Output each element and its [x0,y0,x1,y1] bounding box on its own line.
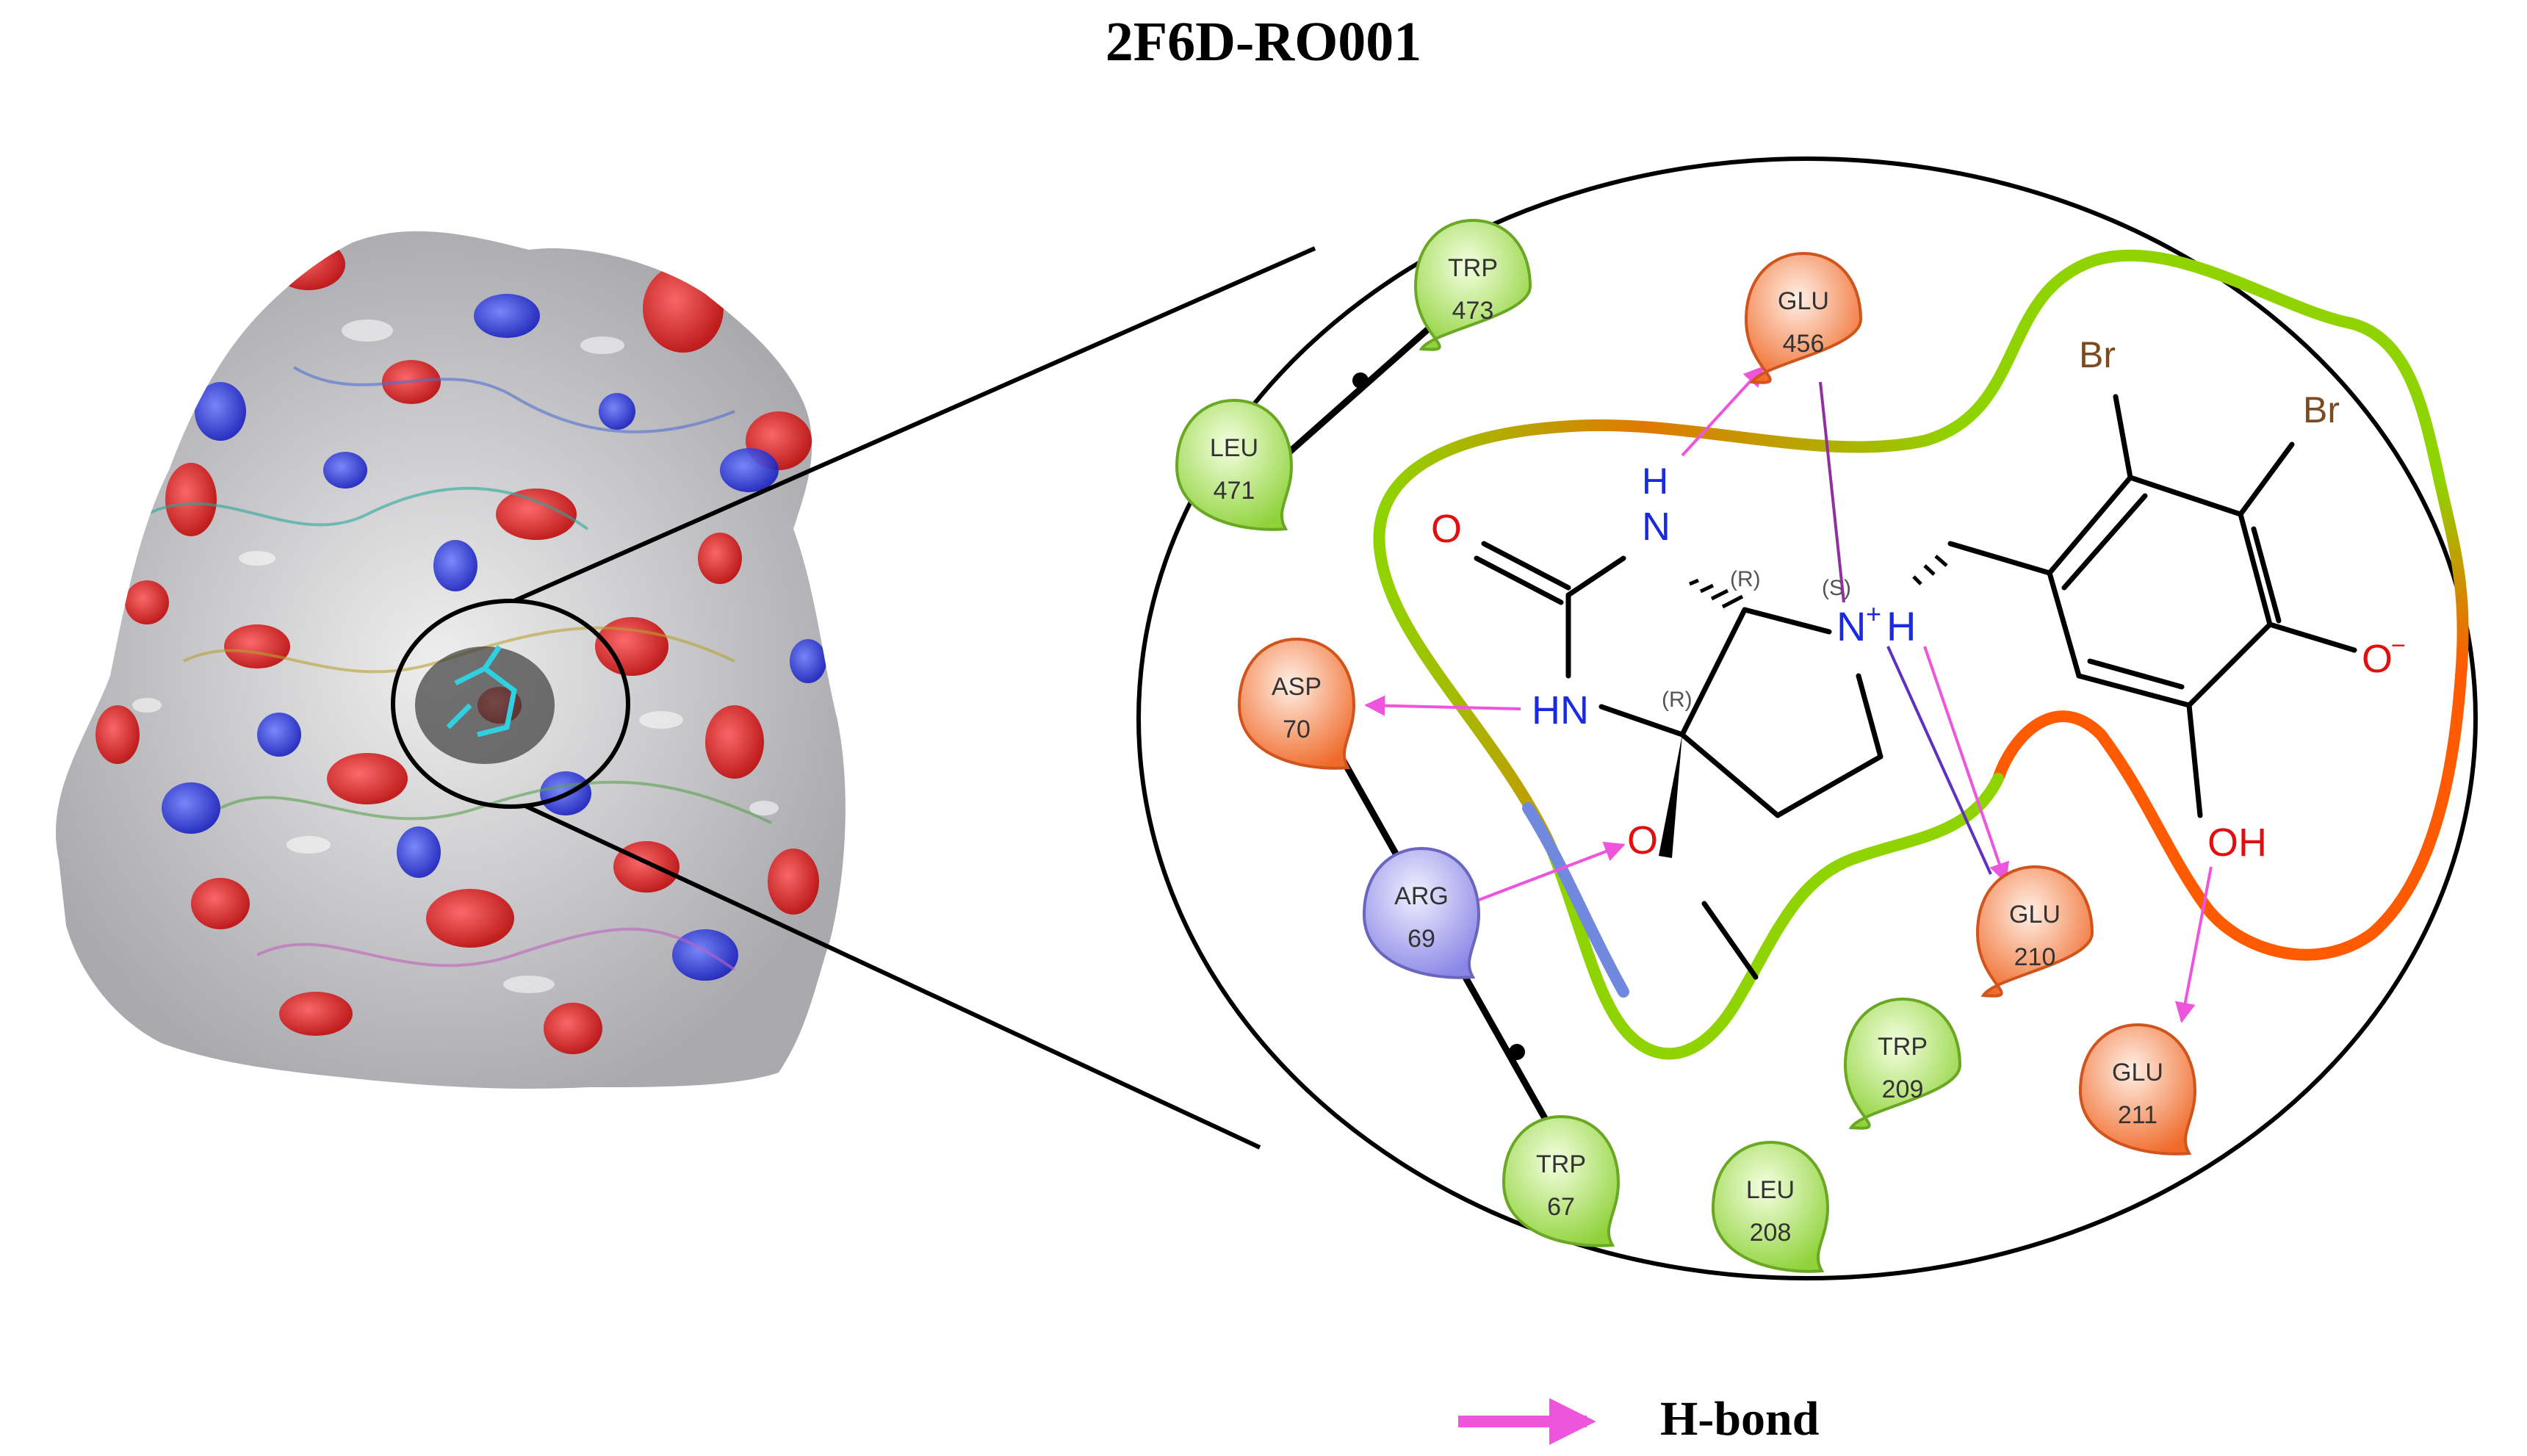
backbone-ribbons [146,366,772,971]
ligand-structure [1474,394,2357,980]
residue-leu471: LEU 471 [1175,398,1294,531]
atom-n-plus: N [1836,603,1866,649]
residue-leu208: LEU 208 [1711,1140,1830,1273]
backbone-node [1352,372,1369,389]
residue-number: 471 [1214,477,1255,505]
residue-shape [1843,997,1962,1130]
figure-title: 2F6D-RO001 [1105,11,1422,73]
residue-shape [1711,1140,1830,1273]
atom-br: Br [2303,389,2340,430]
residue-number: 210 [2014,943,2056,971]
residue-shape [1975,865,2094,998]
atom-hydrogen: H [1886,603,1916,649]
zoom-line-bottom [524,804,1261,1150]
residue-name: GLU [1778,287,1829,315]
surface-negative-patches [95,239,819,1054]
residue-trp209: TRP 209 [1843,997,1962,1130]
residue-number: 67 [1547,1193,1575,1221]
binding-pocket [415,646,555,764]
ligand-in-pocket [446,645,517,738]
residue-name: GLU [2112,1059,2163,1086]
atom-hydrogen: H [1642,461,1668,502]
hbond-legend-label: H-bond [1660,1392,1820,1446]
residue-trp473: TRP 473 [1413,218,1532,351]
residue-number: 70 [1283,716,1311,743]
residue-shape [1413,218,1532,351]
atom-oxygen: O [1431,507,1462,551]
residue-number: 69 [1407,925,1435,953]
residue-glu456: GLU 456 [1744,251,1863,384]
pocket-circle [391,599,630,809]
surface-highlights [132,320,779,993]
atom-br: Br [2079,334,2116,375]
residue-name: ASP [1272,673,1322,701]
residue-name: TRP [1448,254,1498,282]
interaction-diagram: Br Br O N H HN (R) (R) (S) N + H O − O O… [1136,156,2478,1280]
atom-oxygen: O [2362,637,2393,681]
charge-minus: − [2391,632,2406,660]
atom-nitrogen: N [1642,505,1670,549]
residue-shape [1502,1114,1621,1247]
residue-name: TRP [1878,1033,1928,1061]
atom-oxygen: O [1627,818,1658,862]
residue-glu210: GLU 210 [1975,865,2094,998]
residue-trp67: TRP 67 [1502,1114,1621,1247]
residue-name: TRP [1536,1150,1586,1178]
salt-bridges [1819,381,1992,875]
residue-number: 473 [1452,297,1494,325]
residue-name: LEU [1210,434,1258,462]
backbone-node [1509,1044,1525,1060]
residue-name: GLU [2009,901,2061,929]
hbond-arrows [1364,365,2213,1023]
residue-number: 208 [1750,1219,1792,1247]
stereo-label: (R) [1730,567,1761,591]
residue-number: 209 [1882,1075,1924,1103]
pocket-outline [1373,249,2469,1060]
residue-shape [1175,398,1294,531]
stereo-label: (S) [1822,576,1851,600]
residue-number: 211 [2118,1101,2157,1129]
residue-layer: TRP473LEU471GLU456ASP70ARG69GLU210TRP209… [1175,218,2197,1273]
atom-oh: OH [2207,821,2267,865]
protein-surface [56,231,846,1089]
residue-arg69: ARG 69 [1362,846,1481,979]
stereo-wedge-bond [1659,735,1682,858]
residue-number: 456 [1783,330,1825,358]
residue-glu211: GLU 211 [2078,1023,2197,1156]
stereo-hash-bonds [1689,555,1948,609]
residue-shape [2078,1023,2197,1156]
residue-shape [1237,637,1356,770]
atom-nh: HN [1532,688,1589,732]
residue-name: LEU [1746,1176,1795,1204]
residue-asp70: ASP 70 [1237,637,1356,770]
zoom-line-top [513,246,1316,603]
stereo-label: (R) [1662,688,1693,712]
residue-shape [1362,846,1481,979]
residue-shape [1744,251,1863,384]
charge-plus: + [1866,599,1881,629]
residue-name: ARG [1394,882,1449,910]
